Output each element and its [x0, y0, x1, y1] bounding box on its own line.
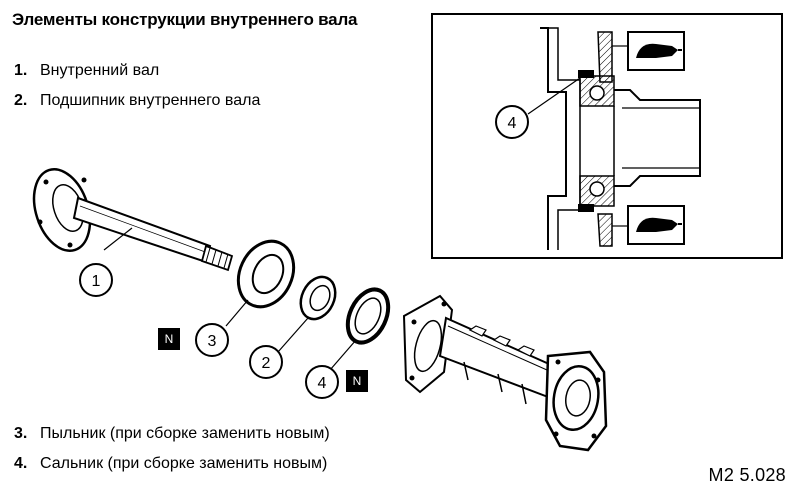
svg-text:N: N	[353, 374, 362, 388]
axle-housing	[402, 294, 608, 452]
grease-icon	[627, 31, 685, 71]
bearing: 2	[249, 275, 337, 379]
oil-seal: 4 N	[305, 287, 391, 399]
inset-cross-section: 4	[431, 13, 783, 259]
replace-new-badge	[346, 370, 368, 392]
callout-circle	[249, 345, 283, 379]
legend-text: Внутренний вал	[40, 62, 160, 79]
callout-number: 4	[318, 375, 327, 392]
legend-number: 3.	[14, 425, 28, 442]
grease-icon	[627, 205, 685, 245]
legend-item-2: 2. Подшипник внутреннего вала	[14, 92, 260, 110]
callout-circle	[195, 323, 229, 357]
callout-circle	[305, 365, 339, 399]
dust-boot: N 3	[158, 239, 296, 357]
callout-circle	[495, 105, 529, 139]
callout-number: 1	[92, 273, 101, 290]
replace-new-badge	[158, 328, 180, 350]
callout-number: 3	[208, 333, 217, 350]
callout-number: 4	[508, 115, 517, 132]
legend-item-1: 1. Внутренний вал	[14, 62, 159, 80]
inner-shaft: 1	[32, 168, 234, 297]
callout-number: 2	[262, 355, 271, 372]
figure-title: Элементы конструкции внутреннего вала	[12, 10, 358, 29]
svg-text:N: N	[165, 332, 174, 346]
legend-text: Сальник (при сборке заменить новым)	[40, 455, 328, 472]
legend-text: Подшипник внутреннего вала	[40, 92, 261, 109]
callout-circle	[79, 263, 113, 297]
figure-code: M2 5.028	[708, 465, 786, 485]
legend-item-4: 4. Сальник (при сборке заменить новым)	[14, 455, 327, 473]
legend-number: 1.	[14, 62, 28, 79]
legend-number: 2.	[14, 92, 28, 109]
legend-item-3: 3. Пыльник (при сборке заменить новым)	[14, 425, 330, 443]
legend-text: Пыльник (при сборке заменить новым)	[40, 425, 330, 442]
legend-number: 4.	[14, 455, 28, 472]
